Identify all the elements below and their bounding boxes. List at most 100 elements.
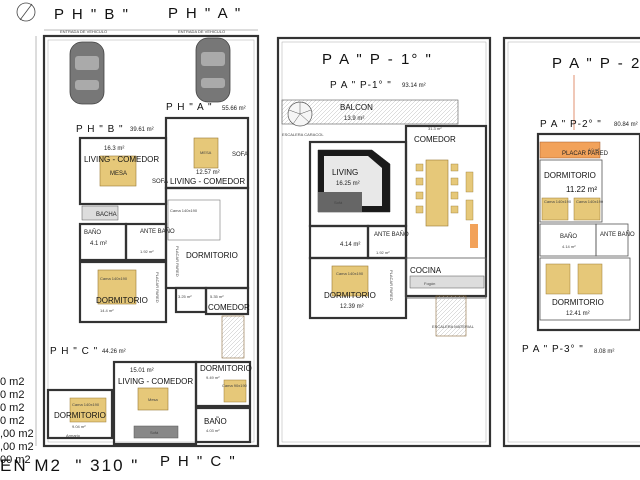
staircase [221, 315, 245, 359]
vehicle-entrance-label-1: ENTRADA DE VEHICULO [60, 29, 107, 34]
living-p1-label: LIVING [332, 168, 358, 177]
comedor-p1-area: 31.3 m² [428, 126, 442, 131]
pa-p3-label: P A " P-3° " [522, 344, 584, 355]
panel-title-ph-b: P H " B " [54, 6, 130, 23]
mesa-b-label: MESA [110, 171, 127, 177]
ground-floor-plan: ENTRADA DE VEHICULO ENTRADA DE VEHICULO … [35, 29, 260, 448]
dormitorio-b-label: DORMITORIO [96, 296, 148, 305]
total-area-footer: EN M2 " 310 " [0, 456, 140, 475]
ante-bano-p1-area: 1.92 m² [376, 250, 390, 255]
panel-title-ph-a: P H " A " [168, 5, 242, 22]
balcon-p1-area: 13.9 m² [344, 116, 364, 122]
escalera-caracol-label: ESCALERA CARACOL [282, 132, 324, 137]
ph-b-area: 39.61 m² [130, 127, 154, 133]
ph-a-area: 55.66 m² [222, 106, 246, 112]
ante-bano-b-label: ANTE BAÑO [140, 228, 175, 235]
legend-item: 0 m2 [0, 415, 25, 427]
mesa-a-label: MESA [200, 150, 212, 155]
placar-p1-label: PLACAR PARED [389, 270, 394, 301]
bano-p1-area: 4.14 m² [340, 242, 360, 248]
pa-p1-area: 93.14 m² [402, 83, 426, 89]
vehicle-entrance-label-2: ENTRADA DE VEHICULO [178, 29, 225, 34]
dormitorio-p1-area: 12.39 m² [340, 304, 364, 310]
dormitorio-c1-label: DORMITORIO [200, 364, 252, 373]
living-b-area: 16.3 m² [104, 146, 124, 152]
placar-p2-label: PLACAR PARED [562, 151, 609, 157]
north-arrow-icon [16, 2, 36, 22]
bano-b-label: BAÑO [84, 229, 101, 236]
car-icon [195, 37, 231, 103]
legend-item: 00 m2 [0, 454, 31, 466]
ante-bano-b-area: 1.92 m² [140, 249, 154, 254]
living-c-label: LIVING - COMEDOR [118, 377, 193, 386]
mesa-c-label: Mesa [148, 397, 159, 402]
fogon-p1-label: Fogón [424, 281, 435, 286]
dormitorio-c2-label: DORMITORIO [54, 411, 106, 420]
living-a-label: LIVING - COMEDOR [170, 177, 245, 186]
dormitorio-c1-area: 9.49 m² [206, 375, 220, 380]
sofa-a-label: SOFA [232, 152, 248, 158]
armario-c-label: Armario [66, 433, 81, 438]
bano-c-label: BAÑO [204, 417, 227, 426]
bano-c-area: 4.03 m² [206, 428, 220, 433]
upper-floor-p2-plan: P A " P-2° " 80.84 m² PLACAR PARED 4.0 m… [502, 36, 640, 448]
ante-bano-p1-label: ANTE BAÑO [374, 231, 409, 238]
cama-a-label: Cama 140x190 [170, 208, 198, 213]
dormitorio-c2-area: 9.04 m² [72, 424, 86, 429]
cocina-a-area: 3.25 m² [178, 294, 192, 299]
living-p1-area: 16.25 m² [336, 181, 360, 187]
panel-title-pa-p1: P A " P - 1° " [322, 51, 433, 68]
dormitorio-p2a-label: DORMITORIO [544, 171, 596, 180]
cama-p2a-label: Cama 140x190 [544, 199, 572, 204]
bano-b-area: 4.1 m² [90, 241, 107, 247]
ph-c-bottom-label: P H " C " [160, 453, 237, 470]
spiral-staircase-icon [287, 101, 313, 127]
upper-floor-p1-plan: P A " P-1° " 93.14 m² BALCON 13.9 m² ESC… [276, 36, 492, 448]
cama-p1-label: Cama 140x190 [336, 271, 364, 276]
balcon-p1-label: BALCON [340, 103, 373, 112]
legend-item: ,00 m2 [0, 441, 34, 453]
living-c-area: 15.01 m² [130, 368, 154, 374]
escalera-material-label: ESCALERA MATERIAL [432, 324, 475, 329]
dormitorio-b-area: 14.4 m² [100, 308, 114, 313]
cama-b-label: Cama 140x190 [100, 276, 128, 281]
ante-bano-p2-label: ANTE BAÑO [600, 231, 635, 238]
area-legend: 0 m2 0 m2 0 m2 0 m2 ,00 m2 ,00 m2 00 m2 [0, 376, 34, 467]
dormitorio-p1-label: DORMITORIO [324, 291, 376, 300]
placar-a-label: PLACAR PARED [175, 246, 180, 277]
car-icon [69, 41, 105, 105]
sofa-c-label: Sofá [150, 430, 159, 435]
cocina-p1-label: COCINA [410, 266, 442, 275]
ph-c-area: 44.26 m² [102, 349, 126, 355]
bano-p2-area: 4.14 m² [562, 244, 576, 249]
bano-p2-label: BAÑO [560, 233, 577, 240]
legend-item: 0 m2 [0, 402, 25, 414]
bacha-label: BACHA [96, 212, 117, 218]
comedor-p1-label: COMEDOR [414, 135, 456, 144]
dormitorio-p2b-label: DORMITORIO [552, 298, 604, 307]
pa-p3-area: 8.08 m² [594, 349, 614, 355]
dormitorio-a-label: DORMITORIO [186, 251, 238, 260]
sofa-p1-label: Sofá [334, 200, 343, 205]
placar-b-label: PLACAR PARED [155, 272, 160, 303]
ph-b-label: P H " B " [76, 124, 124, 135]
legend-item: 0 m2 [0, 389, 25, 401]
pa-p1-label: P A " P-1° " [330, 80, 392, 91]
dormitorio-p2b-area: 12.41 m² [566, 311, 590, 317]
pa-p2-area: 80.84 m² [614, 122, 638, 128]
dormitorio-p2a-area: 11.22 m² [566, 185, 597, 194]
living-b-label: LIVING - COMEDOR [84, 155, 159, 164]
panel-title-pa-p2: P A " P - 2° " [552, 55, 640, 72]
pa-p2-label: P A " P-2° " [540, 119, 602, 130]
ph-a-label: P H " A " [166, 102, 213, 113]
comedor-a-area: 5.35 m² [210, 294, 224, 299]
comedor-a-label: COMEDOR [208, 303, 250, 312]
legend-item: ,00 m2 [0, 428, 34, 440]
ph-c-label: P H " C " [50, 346, 98, 357]
legend-item: 0 m2 [0, 376, 25, 388]
cama-c2-label: Cama 140x190 [72, 402, 100, 407]
living-a-area: 12.57 m² [196, 170, 220, 176]
placar-p2-area: 4.0 m² [588, 147, 600, 152]
cama-p2b-label: Cama 140x190 [576, 199, 604, 204]
